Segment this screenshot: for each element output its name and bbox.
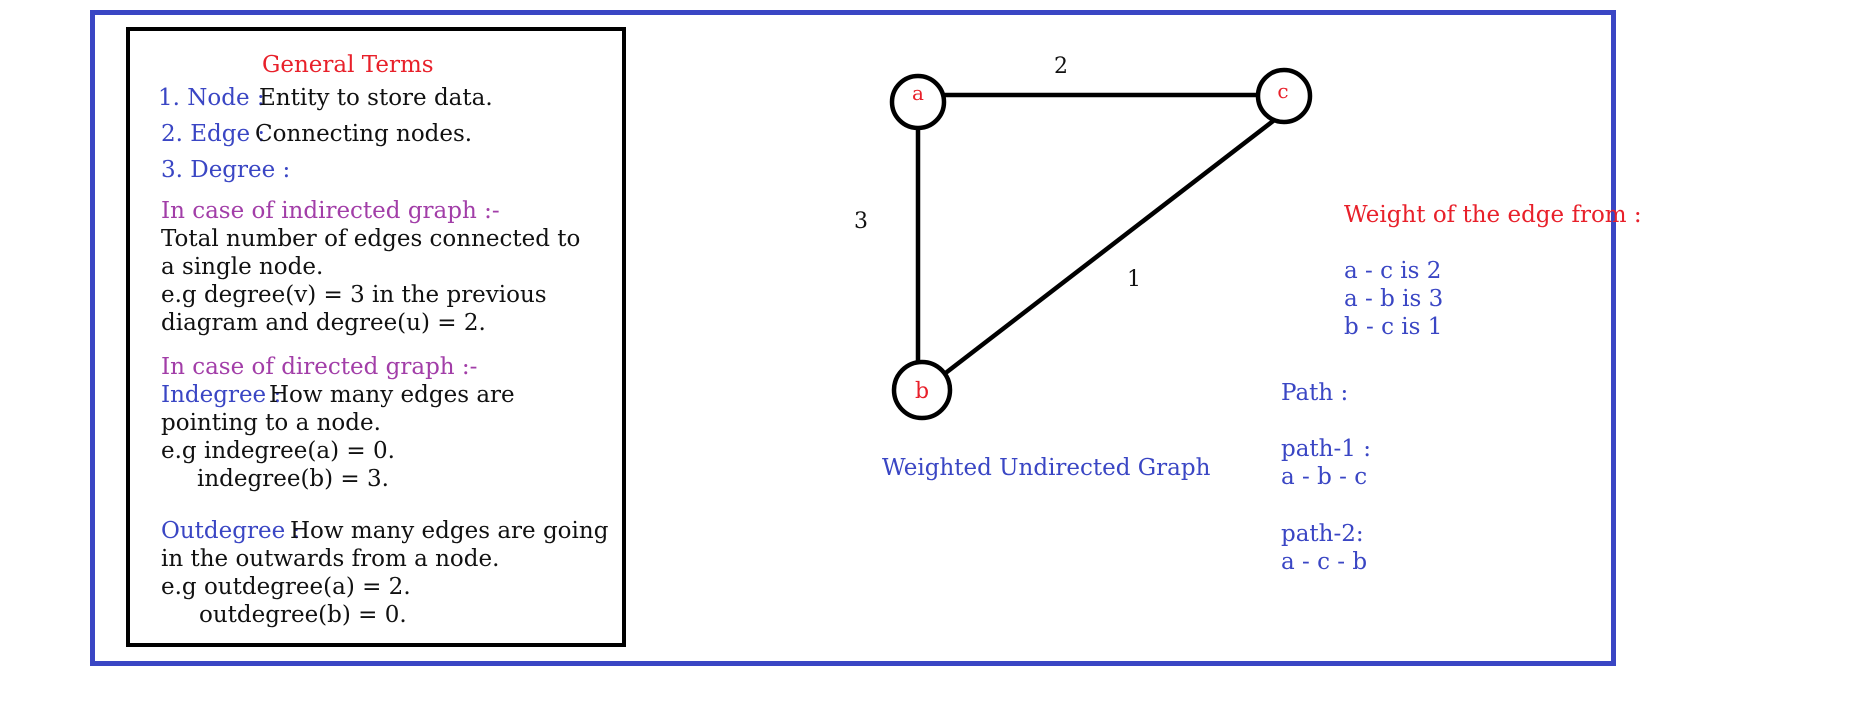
- indegree-example-1: e.g indegree(a) = 0.: [161, 438, 395, 464]
- indegree-term-text: How many edges are: [269, 382, 515, 408]
- outdegree-example-2: outdegree(b) = 0.: [199, 602, 407, 628]
- graph-caption: Weighted Undirected Graph: [882, 455, 1211, 481]
- node-b: [891, 359, 953, 421]
- node-b-label: b: [915, 379, 929, 404]
- outdegree-term-text: How many edges are going: [290, 518, 609, 544]
- undirected-line-4: diagram and degree(u) = 2.: [161, 310, 486, 336]
- edge-term-label: 2. Edge :: [161, 121, 266, 147]
- indegree-example-2: indegree(b) = 3.: [197, 466, 389, 492]
- edge-b-c: [941, 116, 1279, 377]
- weights-heading: Weight of the edge from :: [1344, 202, 1642, 228]
- weight-item-1: a - c is 2: [1344, 258, 1442, 284]
- weight-item-2: a - b is 3: [1344, 286, 1444, 312]
- directed-heading: In case of directed graph :-: [161, 354, 478, 380]
- indegree-line-2: pointing to a node.: [161, 410, 381, 436]
- general-terms-title: General Terms: [262, 52, 434, 78]
- undirected-line-2: a single node.: [161, 254, 324, 280]
- undirected-line-3: e.g degree(v) = 3 in the previous: [161, 282, 547, 308]
- node-c: [1255, 67, 1313, 125]
- general-terms-box: [126, 27, 626, 647]
- path-2-value: a - c - b: [1281, 549, 1368, 575]
- node-a-label: a: [912, 81, 924, 105]
- degree-term-label: 3. Degree :: [161, 157, 291, 183]
- path-2-label: path-2:: [1281, 521, 1364, 547]
- weight-a-b: 3: [854, 209, 868, 234]
- undirected-heading: In case of indirected graph :-: [161, 198, 500, 224]
- outdegree-line-2: in the outwards from a node.: [161, 546, 500, 572]
- weight-a-c: 2: [1054, 54, 1068, 79]
- diagram-frame: [90, 10, 1616, 666]
- weight-item-3: b - c is 1: [1344, 314, 1443, 340]
- node-a: [889, 73, 947, 131]
- undirected-line-1: Total number of edges connected to: [161, 226, 581, 252]
- node-term-text: Entity to store data.: [259, 85, 493, 111]
- outdegree-term-label: Outdegree :: [161, 518, 301, 544]
- path-heading: Path :: [1281, 380, 1349, 406]
- path-1-value: a - b - c: [1281, 464, 1368, 490]
- node-term-label: 1. Node :: [158, 85, 265, 111]
- edge-term-text: Connecting nodes.: [255, 121, 473, 147]
- indegree-term-label: Indegree :: [161, 382, 282, 408]
- outdegree-example-1: e.g outdegree(a) = 2.: [161, 574, 411, 600]
- weight-b-c: 1: [1127, 267, 1141, 292]
- node-c-label: c: [1277, 79, 1288, 103]
- path-1-label: path-1 :: [1281, 436, 1371, 462]
